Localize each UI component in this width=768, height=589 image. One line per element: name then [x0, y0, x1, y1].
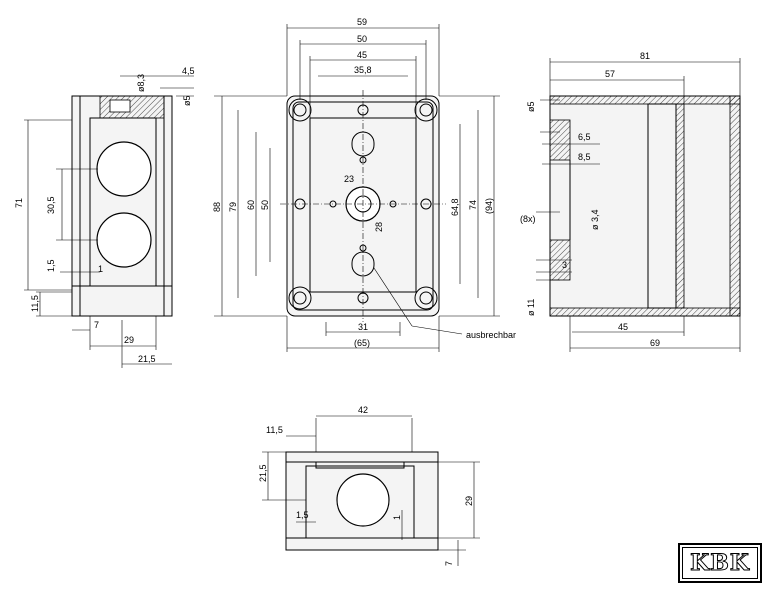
- dim-21-5: 21,5: [138, 354, 156, 364]
- dim-28: 28: [374, 222, 384, 232]
- dim-hole-spacing: 30,5: [46, 196, 56, 214]
- dim-21-5-bottom: 21,5: [258, 464, 268, 482]
- bottom-view: 42 11,5 21,5 29 1,5 1 7: [258, 405, 480, 566]
- dim-1: 1: [98, 264, 103, 274]
- dim-dia-3-4: ø 3,4: [590, 209, 600, 230]
- dim-42: 42: [358, 405, 368, 415]
- dim-hole-dia: ø8,3: [136, 74, 146, 92]
- dim-4-5: 4,5: [182, 66, 195, 76]
- side-view-left: 71 30,5 1,5 1 11,5 7 29 21,5 ø8,3 4,5 ø5: [14, 66, 195, 368]
- dim-8-5: 8,5: [578, 152, 591, 162]
- dim-94: (94): [484, 198, 494, 214]
- dim-1-bottom: 1: [392, 515, 402, 520]
- dim-dia-11: ø 11: [526, 299, 536, 316]
- corner-screw-bottom-left: [288, 286, 312, 310]
- dim-81: 81: [640, 51, 650, 61]
- dim-3: 3: [562, 260, 567, 270]
- dim-65: (65): [354, 338, 370, 348]
- cable-hole-bottom-view: [336, 473, 390, 527]
- dim-8x: (8x): [520, 214, 536, 224]
- dim-29: 29: [124, 335, 134, 345]
- dim-11-5: 11,5: [30, 295, 40, 312]
- dim-59: 59: [357, 17, 367, 27]
- dim-height-71: 71: [14, 198, 24, 208]
- dim-57: 57: [605, 69, 615, 79]
- kbk-logo: KBK: [678, 543, 762, 583]
- dim-79: 79: [228, 202, 238, 212]
- dim-7-bottom: 7: [444, 561, 454, 566]
- dim-45: 45: [357, 50, 367, 60]
- dim-69: 69: [650, 338, 660, 348]
- side-view-right: 81 57 ø5 6,5 8,5 (8x) ø 3,4 3 ø 11 45 69: [520, 51, 741, 352]
- dim-60: 60: [246, 200, 256, 210]
- dim-1-5-bottom: 1,5: [296, 510, 309, 520]
- dim-31: 31: [358, 322, 368, 332]
- dim-50-top: 50: [357, 34, 367, 44]
- dim-1-5: 1,5: [46, 259, 56, 272]
- dim-88: 88: [212, 202, 222, 212]
- cable-hole-upper: [96, 141, 152, 197]
- corner-screw-bottom-right: [414, 286, 438, 310]
- dim-dia-5: ø5: [182, 95, 192, 106]
- dim-23: 23: [344, 174, 354, 184]
- callout-ausbrechbar: ausbrechbar: [466, 330, 516, 340]
- dim-64-8: 64,8: [450, 198, 460, 216]
- dim-7: 7: [94, 320, 99, 330]
- cable-hole-lower: [96, 212, 152, 268]
- dim-50-left: 50: [260, 200, 270, 210]
- dim-29-bottom: 29: [464, 496, 474, 506]
- logo-text: KBK: [682, 547, 758, 579]
- front-view: 59 50 45 35,8 88 79 60 50 23 28 64,8 74 …: [212, 17, 516, 352]
- dim-74: 74: [468, 200, 478, 210]
- dim-6-5: 6,5: [578, 132, 591, 142]
- dim-45-right: 45: [618, 322, 628, 332]
- dim-35-8: 35,8: [354, 65, 372, 75]
- dim-11-5-bottom: 11,5: [266, 425, 283, 435]
- dim-dia-5-right: ø5: [526, 101, 536, 112]
